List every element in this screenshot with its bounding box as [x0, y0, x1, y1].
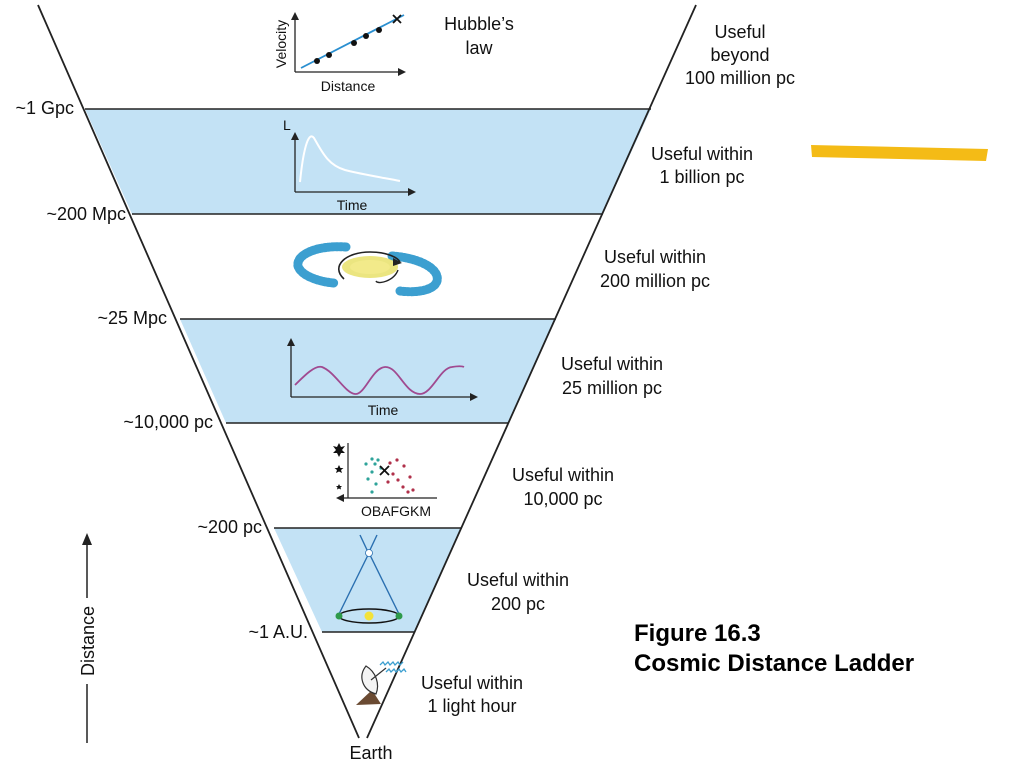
range-parallax-line2: 200 pc [491, 594, 545, 614]
distance-label-200pc: ~200 pc [197, 517, 262, 537]
band-supernova [85, 109, 651, 214]
hubble-title-line2: law [465, 38, 493, 58]
supernova-ylabel: L [283, 117, 291, 133]
hr-diagram-icon: OBAFGKM [333, 443, 437, 519]
range-cepheid-line2: 25 million pc [562, 378, 662, 398]
band-parallax [274, 528, 462, 632]
distance-label-200mpc: ~200 Mpc [46, 204, 126, 224]
radar-dish-icon [356, 660, 407, 705]
range-radar-line1: Useful within [421, 673, 523, 693]
range-spectroscopic-line2: 10,000 pc [523, 489, 602, 509]
range-hubble-line2: beyond [710, 45, 769, 65]
range-tullyfisher-line1: Useful within [604, 247, 706, 267]
supernova-xlabel: Time [337, 197, 368, 213]
distance-label-1gpc: ~1 Gpc [15, 98, 74, 118]
hr-xlabel: OBAFGKM [361, 503, 431, 519]
supernova-light-curve-icon: L Time [283, 117, 416, 213]
distance-axis: Distance [74, 533, 100, 743]
hubble-title-line1: Hubble’s [444, 14, 514, 34]
hubble-ylabel: Velocity [273, 20, 289, 68]
distance-axis-label: Distance [78, 606, 98, 676]
range-spectroscopic-line1: Useful within [512, 465, 614, 485]
cepheid-light-curve-icon: Time [287, 338, 478, 418]
funnel-right-edge [366, 4, 697, 739]
earth-label: Earth [349, 743, 392, 763]
range-tullyfisher-line2: 200 million pc [600, 271, 710, 291]
distance-label-25mpc: ~25 Mpc [97, 308, 167, 328]
cepheid-xlabel: Time [368, 402, 399, 418]
range-hubble-line1: Useful [714, 22, 765, 42]
figure-number: Figure 16.3 [634, 620, 761, 647]
distance-label-10000pc: ~10,000 pc [123, 412, 213, 432]
range-labels: Useful beyond 100 million pc Useful with… [421, 22, 795, 716]
distance-label-1au: ~1 A.U. [248, 622, 308, 642]
range-hubble-line3: 100 million pc [685, 68, 795, 88]
funnel-left-edge [37, 4, 360, 739]
range-parallax-line1: Useful within [467, 570, 569, 590]
highlighter-mark [811, 145, 988, 161]
range-cepheid-line1: Useful within [561, 354, 663, 374]
figure-title: Cosmic Distance Ladder [634, 650, 914, 677]
hubble-xlabel: Distance [321, 78, 376, 94]
range-supernova-line1: Useful within [651, 144, 753, 164]
range-radar-line2: 1 light hour [427, 696, 516, 716]
rung-dividers [85, 108, 651, 633]
stellar-parallax-icon [335, 534, 403, 624]
spiral-galaxy-icon [293, 242, 442, 297]
range-supernova-line2: 1 billion pc [659, 167, 744, 187]
hubble-law-icon: Velocity Distance [273, 12, 406, 94]
